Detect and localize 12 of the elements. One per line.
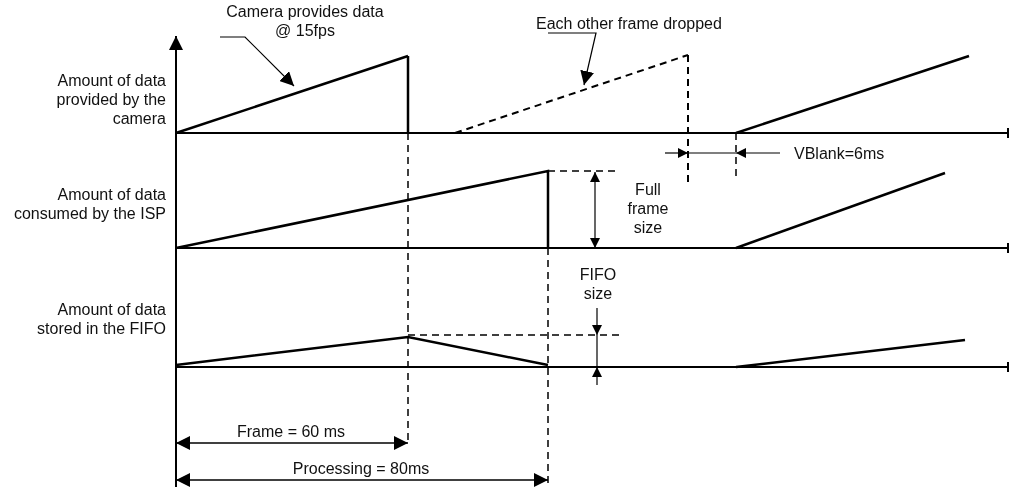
dimension-label: Full frame size (626, 180, 670, 237)
dimension-label: Processing = 80ms (291, 459, 431, 478)
dimension-label: FIFO size (578, 265, 618, 303)
callout-text: Each other frame dropped (536, 14, 786, 33)
axis-label: Amount of data consumed by the ISP (12, 185, 166, 223)
axis-label: Amount of data provided by the camera (55, 71, 166, 128)
leader-line (219, 36, 295, 87)
dimension-label: Frame = 60 ms (236, 422, 346, 441)
axis-label: Amount of data stored in the FIFO (36, 300, 166, 338)
leader-line (547, 32, 597, 86)
callout-text: Camera provides data @ 15fps (220, 2, 390, 40)
dimension-label: VBlank=6ms (794, 144, 886, 163)
